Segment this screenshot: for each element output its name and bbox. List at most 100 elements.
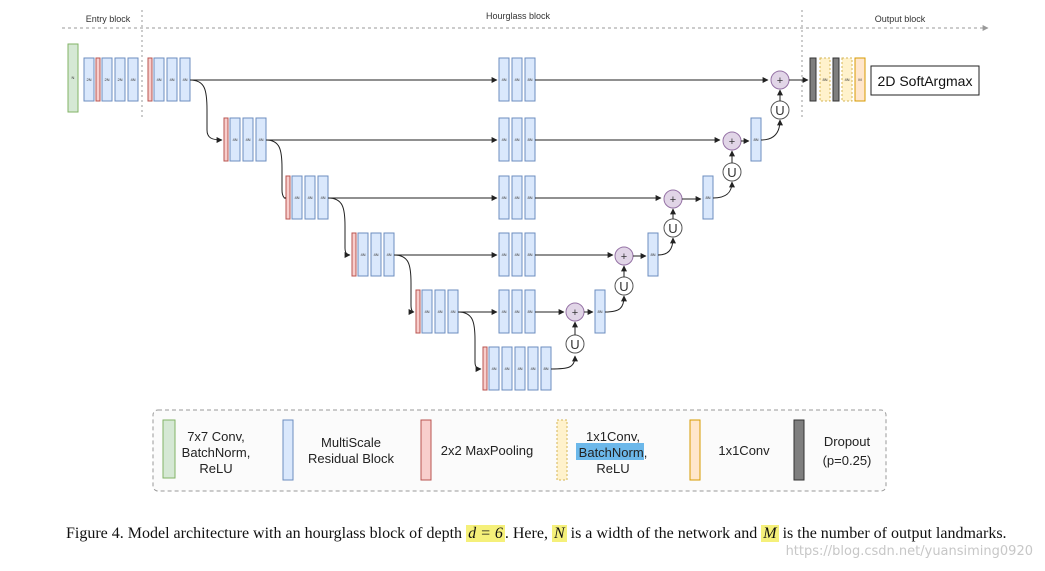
residual-block	[229, 117, 241, 162]
legend-label: MultiScale	[321, 435, 381, 450]
downsample-connector	[327, 197, 351, 258]
residual-block	[242, 117, 254, 162]
residual-block	[370, 232, 382, 277]
add-op-label: +	[621, 251, 627, 263]
dropout-block	[809, 57, 817, 102]
conv1-bn-block	[841, 57, 853, 102]
upsample-connector	[712, 181, 735, 199]
legend-label: 1x1Conv	[718, 443, 770, 458]
block-width-label: 4N	[130, 77, 135, 82]
residual-block	[498, 57, 510, 102]
block-width-label: 8N	[527, 309, 532, 314]
residual-block	[511, 232, 523, 277]
architecture-diagram: Entry block Hourglass block Output block…	[62, 10, 989, 492]
upsample-op-label: U	[668, 221, 677, 236]
block-width-label: 8N	[527, 252, 532, 257]
legend-item-conv1-bn: 1x1Conv, BatchNorm, ReLU	[556, 419, 647, 481]
conv1-bn-block	[819, 57, 831, 102]
entry-block: N 2N 2N 2N 4N	[67, 43, 139, 113]
legend-label: (p=0.25)	[823, 453, 872, 468]
block-width-label: 4N	[501, 77, 506, 82]
caption-text: is a width of the network and	[566, 525, 762, 542]
block-width-label: 4N	[514, 309, 519, 314]
block-width-label: 4N	[514, 252, 519, 257]
hourglass-level-4: 4N 4N 4N 4N 4N 8N	[327, 197, 614, 277]
output-block: 8N 4N M 2D SoftArgmax	[809, 57, 980, 102]
residual-block	[498, 232, 510, 277]
maxpool-block	[285, 175, 291, 220]
decoder-path: U + 8N U + 8N U + 8N U + 8N	[565, 70, 809, 354]
add-op-label: +	[729, 136, 735, 148]
legend-swatch-dropout	[793, 419, 805, 481]
legend: 7x7 Conv, BatchNorm, ReLU MultiScale Res…	[152, 409, 887, 492]
legend-item-dropout: Dropout (p=0.25)	[793, 419, 872, 481]
block-width-label: 2N	[117, 77, 122, 82]
block-width-label: 4N	[844, 77, 849, 82]
residual-block	[421, 289, 433, 334]
downsample-connector	[457, 311, 482, 372]
entry-block-label: Entry block	[86, 14, 131, 24]
block-width-label: 4N	[169, 77, 174, 82]
residual-block	[511, 117, 523, 162]
residual-block	[357, 232, 369, 277]
hourglass-level-1: 4N 4N 4N 4N 4N 8N	[147, 57, 769, 102]
hourglass-bottleneck: 4N 4N 4N 4N 8N	[457, 311, 578, 391]
upsample-op-label: U	[775, 103, 784, 118]
residual-block	[114, 57, 126, 102]
block-width-label: 8N	[650, 252, 655, 257]
add-op-label: +	[777, 75, 783, 87]
add-op-label: +	[670, 194, 676, 206]
watermark-url: https://blog.csdn.net/yuansiming0920	[785, 544, 1033, 559]
hourglass-level-2: 4N 4N 4N 4N 4N 8N	[189, 79, 721, 162]
block-width-label: 4N	[386, 252, 391, 257]
output-block-label: Output block	[875, 14, 926, 24]
residual-block	[501, 346, 513, 391]
legend-label: 7x7 Conv,	[187, 429, 245, 444]
maxpool-block	[95, 57, 101, 102]
maxpool-block	[415, 289, 421, 334]
legend-label: 2x2 MaxPooling	[441, 443, 534, 458]
block-width-label: 8N	[822, 77, 827, 82]
block-width-label: 4N	[232, 137, 237, 142]
residual-block	[511, 57, 523, 102]
caption-text: . Here,	[504, 525, 552, 542]
legend-swatch-conv1-bn	[556, 419, 568, 481]
block-width-label: 4N	[514, 137, 519, 142]
legend-label: ReLU	[199, 461, 232, 476]
block-width-label: 4N	[450, 309, 455, 314]
caption-text: Figure 4. Model architecture with an hou…	[66, 525, 467, 542]
residual-block	[498, 117, 510, 162]
legend-box	[152, 409, 887, 492]
block-width-label: 4N	[517, 366, 522, 371]
residual-block	[101, 57, 113, 102]
conv1-block	[854, 57, 866, 102]
maxpool-block	[147, 57, 153, 102]
block-width-label: 4N	[501, 195, 506, 200]
text-selection-highlight	[576, 443, 644, 460]
legend-label: 1x1Conv,	[586, 429, 640, 444]
legend-label: ReLU	[596, 461, 629, 476]
maxpool-block	[482, 346, 488, 391]
caption-depth-highlight: d = 6	[466, 525, 505, 542]
residual-block	[527, 346, 539, 391]
block-width-label: 8N	[597, 309, 602, 314]
upsample-connector	[550, 355, 578, 370]
downsample-connector	[265, 139, 290, 201]
block-width-label: 4N	[491, 366, 496, 371]
maxpool-block	[351, 232, 357, 277]
downsample-connector	[189, 79, 223, 143]
block-width-label: 4N	[530, 366, 535, 371]
residual-block	[511, 289, 523, 334]
residual-block	[511, 175, 523, 220]
softargmax-label: 2D SoftArgmax	[878, 73, 973, 89]
legend-swatch-conv1	[689, 419, 701, 481]
legend-item-conv1: 1x1Conv	[689, 419, 770, 481]
residual-block	[498, 175, 510, 220]
block-width-label: 2N	[104, 77, 109, 82]
legend-swatch-maxpool	[420, 419, 432, 481]
block-width-label: 4N	[514, 77, 519, 82]
block-width-label: 8N	[705, 195, 710, 200]
hourglass-level-3: 4N 4N 4N 4N 4N 8N	[265, 139, 662, 220]
block-width-label: 8N	[527, 77, 532, 82]
block-width-label: 4N	[501, 309, 506, 314]
